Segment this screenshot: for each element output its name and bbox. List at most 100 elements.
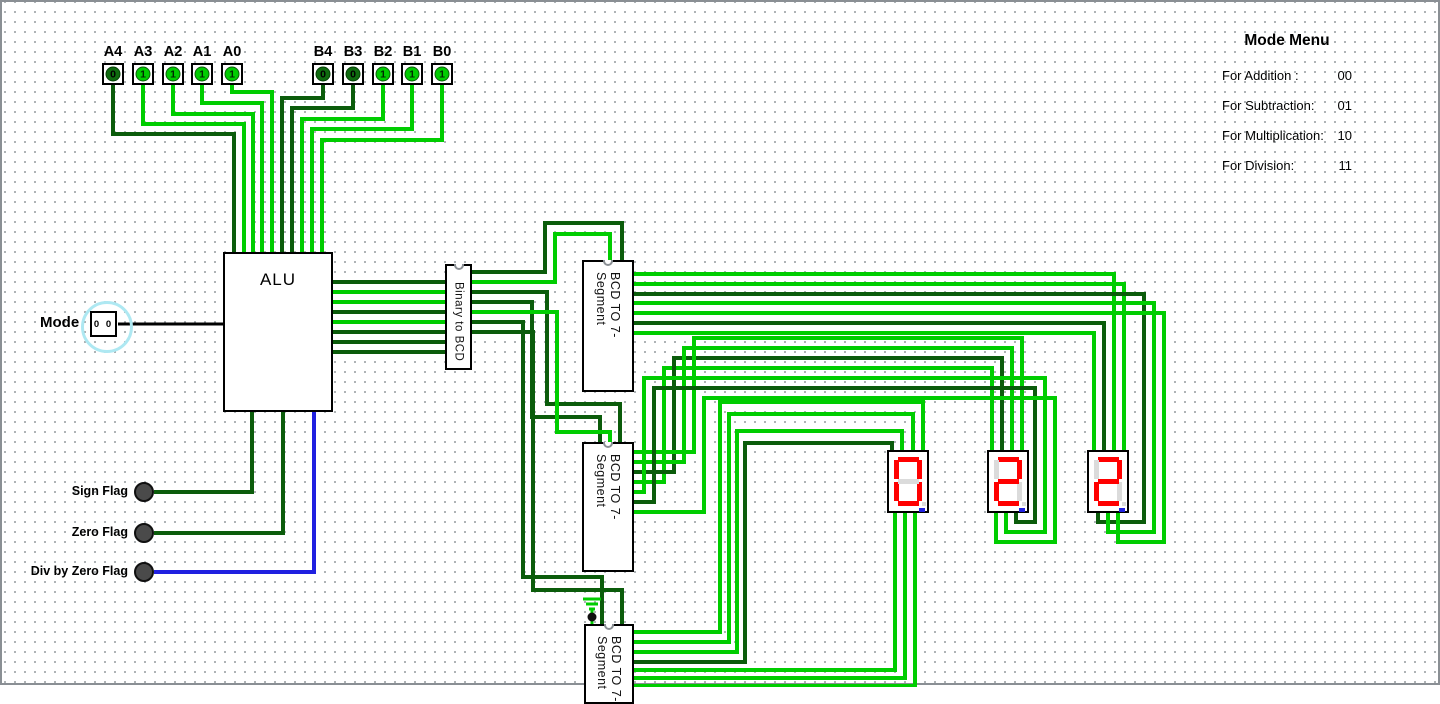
input-pin-b0[interactable]: 1 <box>431 63 453 85</box>
decoder2-output-wires <box>634 336 1057 544</box>
input-pin-a3[interactable]: 1 <box>132 63 154 85</box>
segment-c <box>917 482 922 501</box>
mode-menu-item-label: For Subtraction: <box>1222 98 1315 113</box>
mode-menu-item-value: 11 <box>1338 158 1353 173</box>
segment-b <box>1017 460 1022 479</box>
mode-menu-item-value: 10 <box>1337 128 1352 143</box>
segment-dp <box>922 502 926 506</box>
segment-g <box>898 479 919 484</box>
segment-c <box>1017 482 1022 501</box>
input-pin-label: B0 <box>432 44 452 60</box>
mode-menu-title: Mode Menu <box>1244 32 1330 49</box>
segment-c <box>1117 482 1122 501</box>
bcd-to-7segment-label: BCD TO 7-Segment <box>595 636 623 702</box>
input-pin-label: A3 <box>133 44 153 60</box>
segment-dp <box>1122 502 1126 506</box>
input-pin-b1[interactable]: 1 <box>401 63 423 85</box>
bcd-to-7segment-block-1[interactable]: BCD TO 7-Segment <box>582 260 634 392</box>
seven-segment-display-2[interactable] <box>987 450 1029 513</box>
segment-g <box>1098 479 1119 484</box>
input-pin-b2[interactable]: 1 <box>372 63 394 85</box>
input-pin-label: A2 <box>163 44 183 60</box>
mode-menu-item-value: 00 <box>1337 68 1352 83</box>
segment-d <box>998 501 1019 506</box>
flag-led[interactable] <box>134 523 154 543</box>
ic-notch <box>603 442 613 448</box>
decoder3-output-wires <box>634 400 925 687</box>
flag-label: Div by Zero Flag <box>30 564 128 578</box>
binary-to-bcd-label: Binary to BCD <box>452 282 465 362</box>
bcd-to-7segment-label: BCD TO 7-Segment <box>594 454 622 520</box>
segment-d <box>898 501 919 506</box>
input-pin-label: B1 <box>402 44 422 60</box>
bcd-to-7segment-block-3[interactable]: BCD TO 7-Segment <box>584 624 634 704</box>
mode-input[interactable]: 0 0 <box>90 311 117 337</box>
pin-value: 1 <box>224 66 240 82</box>
input-pin-a4[interactable]: 0 <box>102 63 124 85</box>
segment-e <box>994 482 999 501</box>
decimal-point-pin <box>1119 508 1125 512</box>
input-pin-a2[interactable]: 1 <box>162 63 184 85</box>
bcd-converter-output-wires <box>472 221 624 626</box>
pin-value: 1 <box>404 66 420 82</box>
input-pin-label: A4 <box>103 44 123 60</box>
bcd-to-7segment-label: BCD TO 7-Segment <box>594 272 622 338</box>
input-pin-a0[interactable]: 1 <box>221 63 243 85</box>
mode-label: Mode <box>40 314 80 331</box>
input-wires-a <box>111 84 274 254</box>
input-pin-label: B4 <box>313 44 333 60</box>
mode-menu-item: For Subtraction: 01 <box>1222 98 1352 113</box>
ic-notch <box>603 260 613 266</box>
segment-a <box>998 457 1019 462</box>
pin-value: 0 <box>345 66 361 82</box>
mode-menu-item: For Division: 11 <box>1222 158 1352 173</box>
flag-label: Sign Flag <box>71 484 128 498</box>
mode-menu-item-label: For Addition : <box>1222 68 1299 83</box>
alu-block[interactable]: ALU <box>223 252 333 412</box>
seven-segment-display-2[interactable] <box>1087 450 1129 513</box>
pin-value: 1 <box>135 66 151 82</box>
flag-wires <box>154 410 316 574</box>
pin-value: 1 <box>165 66 181 82</box>
segment-a <box>1098 457 1119 462</box>
flag-led[interactable] <box>134 482 154 502</box>
flag-led[interactable] <box>134 562 154 582</box>
input-pin-b4[interactable]: 0 <box>312 63 334 85</box>
input-pin-label: A1 <box>192 44 212 60</box>
decoder1-output-wires <box>634 272 1166 544</box>
segment-d <box>1098 501 1119 506</box>
input-pin-label: B3 <box>343 44 363 60</box>
bcd-to-7segment-block-2[interactable]: BCD TO 7-Segment <box>582 442 634 572</box>
segment-f <box>894 460 899 479</box>
input-pin-b3[interactable]: 0 <box>342 63 364 85</box>
segment-f <box>1094 460 1099 479</box>
ic-notch <box>453 264 464 270</box>
alu-output-wires <box>333 280 445 354</box>
decimal-point-pin <box>919 508 925 512</box>
seven-segment-display-0[interactable] <box>887 450 929 513</box>
pin-value: 1 <box>194 66 210 82</box>
decimal-point-pin <box>1019 508 1025 512</box>
mode-menu-item-label: For Division: <box>1222 158 1295 173</box>
pin-value: 0 <box>315 66 331 82</box>
segment-a <box>898 457 919 462</box>
ic-notch <box>604 624 614 630</box>
pin-value: 1 <box>375 66 391 82</box>
selection-highlight-ring <box>81 301 133 353</box>
segment-dp <box>1022 502 1026 506</box>
input-pin-label: B2 <box>373 44 393 60</box>
mode-menu-item-label: For Multiplication: <box>1222 128 1324 143</box>
segment-e <box>894 482 899 501</box>
input-pin-a1[interactable]: 1 <box>191 63 213 85</box>
segment-b <box>1117 460 1122 479</box>
pin-value: 1 <box>434 66 450 82</box>
segment-f <box>994 460 999 479</box>
pin-value: 0 <box>105 66 121 82</box>
ground-symbol[interactable] <box>583 597 601 626</box>
binary-to-bcd-block[interactable]: Binary to BCD <box>445 264 472 370</box>
mode-menu-item-value: 01 <box>1337 98 1352 113</box>
flag-label: Zero Flag <box>71 525 128 539</box>
segment-g <box>998 479 1019 484</box>
